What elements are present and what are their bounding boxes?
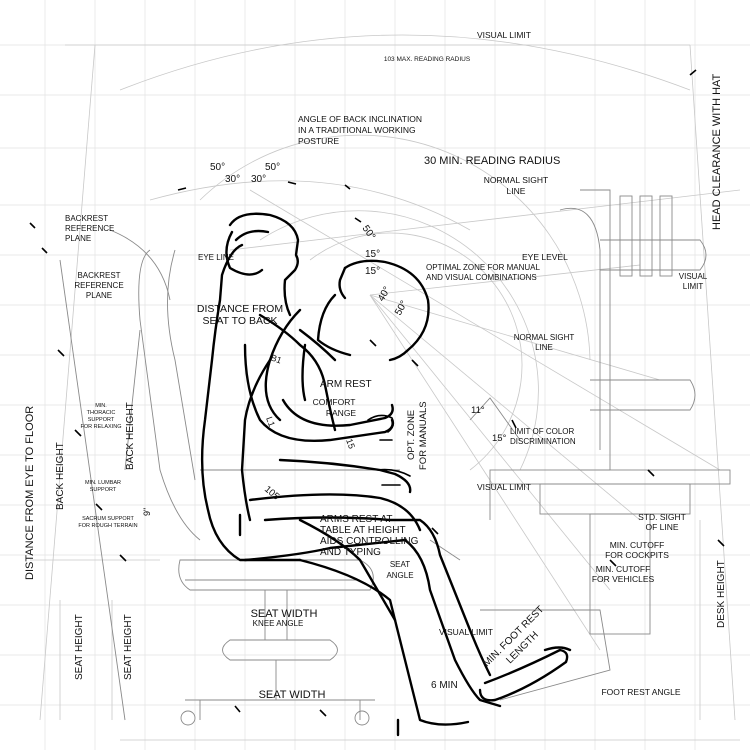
label-dist-seat-back-1: DISTANCE FROM bbox=[197, 303, 283, 315]
desk-and-monitor bbox=[429, 189, 731, 701]
label-deg15-c: 15° bbox=[492, 433, 507, 444]
label-eye-level: EYE LEVEL bbox=[522, 252, 568, 262]
label-arms-rest-4: AND TYPING bbox=[320, 547, 381, 558]
label-backrest-ref-2b: REFERENCE bbox=[74, 281, 123, 290]
label-max-reading-radius: 103 MAX. READING RADIUS bbox=[384, 56, 471, 63]
label-min-lumbar-2: SUPPORT bbox=[90, 487, 117, 493]
label-angle-back-1: ANGLE OF BACK INCLINATION bbox=[298, 114, 422, 124]
label-deg30-a: 30° bbox=[225, 174, 240, 185]
label-std-sight-1: STD. SIGHT bbox=[638, 512, 686, 522]
label-opt-zone-2: FOR MANUALS bbox=[418, 401, 429, 470]
label-visual-limit-top: VISUAL LIMIT bbox=[477, 30, 531, 40]
label-seat-angle-2: ANGLE bbox=[386, 571, 413, 580]
label-deg50-b: 50° bbox=[265, 162, 280, 173]
label-min-cutoff-vehicle-1: MIN. CUTOFF bbox=[596, 564, 651, 574]
label-optimal-zone-1: OPTIMAL ZONE FOR MANUAL bbox=[426, 263, 540, 272]
label-seat-width-top: SEAT WIDTH bbox=[251, 608, 318, 620]
label-limit-color-1: LIMIT OF COLOR bbox=[510, 427, 575, 436]
label-std-sight-2: OF LINE bbox=[645, 522, 678, 532]
label-knee-angle: KNEE ANGLE bbox=[253, 619, 304, 628]
label-deg50-d: 50° bbox=[393, 299, 410, 318]
tick-marks bbox=[29, 69, 725, 717]
label-dist-eye-floor: DISTANCE FROM EYE TO FLOOR bbox=[24, 406, 36, 580]
label-angle-back-2: IN A TRADITIONAL WORKING bbox=[298, 125, 416, 135]
label-back-height-b: BACK HEIGHT bbox=[125, 402, 136, 470]
label-seat-width-bottom: SEAT WIDTH bbox=[259, 689, 326, 701]
label-dist-seat-back-2: SEAT TO BACK bbox=[202, 315, 277, 327]
label-arm-rest: ARM REST bbox=[320, 379, 372, 390]
label-deg50-c: 50° bbox=[360, 223, 378, 242]
leaning-figure-man bbox=[240, 259, 572, 702]
label-limit-color-2: DISCRIMINATION bbox=[510, 437, 576, 446]
label-normal-sight-mid-1: NORMAL SIGHT bbox=[514, 333, 575, 342]
label-visual-limit-mid: VISUAL LIMIT bbox=[477, 482, 531, 492]
label-backrest-ref-1b: REFERENCE bbox=[65, 224, 114, 233]
label-normal-sight-top-1: NORMAL SIGHT bbox=[484, 175, 548, 185]
label-deg50-a: 50° bbox=[210, 162, 225, 173]
label-min-lumbar-1: MIN. LUMBAR bbox=[85, 480, 121, 486]
label-arms-rest-3: AIDS CONTROLLING bbox=[320, 536, 419, 547]
label-min-reading-radius: 30 MIN. READING RADIUS bbox=[424, 155, 560, 167]
label-normal-sight-top-2: LINE bbox=[507, 186, 526, 196]
label-min-cutoff-cockpit-1: MIN. CUTOFF bbox=[610, 540, 665, 550]
label-visual-limit-low: VISUAL LIMIT bbox=[439, 627, 493, 637]
label-backrest-ref-1a: BACKREST bbox=[65, 214, 108, 223]
label-deg15-b: 15° bbox=[365, 266, 380, 277]
label-opt-zone-1: OPT. ZONE bbox=[406, 410, 417, 460]
seated-figure-woman bbox=[200, 212, 502, 737]
label-backrest-ref-2c: PLANE bbox=[86, 291, 112, 300]
label-min-cutoff-vehicle-2: FOR VEHICLES bbox=[592, 574, 655, 584]
label-comfort-range-1: COMFORT bbox=[313, 397, 356, 407]
label-backrest-ref-1c: PLANE bbox=[65, 234, 91, 243]
label-min-thoracic-3: SUPPORT bbox=[88, 417, 115, 423]
label-angle-back-3: POSTURE bbox=[298, 136, 339, 146]
hands-detail bbox=[367, 414, 411, 486]
label-deg11: 11° bbox=[471, 405, 485, 416]
label-seat-height-a: SEAT HEIGHT bbox=[74, 614, 85, 680]
label-desk-height: DESK HEIGHT bbox=[716, 560, 727, 628]
label-back-height-a: BACK HEIGHT bbox=[55, 442, 66, 510]
label-comfort-range-2: RANGE bbox=[326, 408, 357, 418]
label-deg30-b: 30° bbox=[251, 174, 266, 185]
label-sacrum-1: SACRUM SUPPORT bbox=[82, 516, 134, 522]
label-seat-angle-1: SEAT bbox=[390, 560, 410, 569]
label-arms-rest-1: ARMS REST AT bbox=[320, 514, 392, 525]
label-foot-rest-angle: FOOT REST ANGLE bbox=[601, 687, 680, 697]
label-head-clearance: HEAD CLEARANCE WITH HAT bbox=[711, 73, 723, 230]
label-sacrum-2: FOR ROUGH TERRAIN bbox=[78, 523, 137, 529]
label-six-min: 6 MIN bbox=[431, 680, 458, 691]
label-min-thoracic-2: THORACIC bbox=[87, 410, 116, 416]
label-eye-line: EYE LINE bbox=[198, 253, 234, 262]
label-min-thoracic-1: MIN. bbox=[95, 403, 107, 409]
label-visual-limit-right-1: VISUAL bbox=[679, 272, 708, 281]
label-deg105: 105 bbox=[262, 484, 281, 503]
label-nine-inch: 9" bbox=[142, 508, 152, 516]
label-l1: L1 bbox=[264, 415, 277, 428]
annotation-labels: VISUAL LIMIT 103 MAX. READING RADIUS HEA… bbox=[24, 30, 727, 701]
label-seat-height-b: SEAT HEIGHT bbox=[123, 614, 134, 680]
label-deg15-arm: 15 bbox=[344, 437, 357, 450]
label-arms-rest-2: TABLE AT HEIGHT bbox=[320, 525, 406, 536]
label-min-thoracic-4: FOR RELAXING bbox=[81, 424, 122, 430]
label-backrest-ref-2a: BACKREST bbox=[77, 271, 120, 280]
label-optimal-zone-2: AND VISUAL COMBINATIONS bbox=[426, 273, 537, 282]
label-deg15-a: 15° bbox=[365, 249, 380, 260]
label-normal-sight-mid-2: LINE bbox=[535, 343, 553, 352]
office-chair bbox=[59, 229, 400, 726]
construction-lines bbox=[30, 34, 741, 741]
label-min-cutoff-cockpit-2: FOR COCKPITS bbox=[605, 550, 669, 560]
label-visual-limit-right-2: LIMIT bbox=[683, 282, 704, 291]
label-b1: B1 bbox=[269, 352, 283, 365]
